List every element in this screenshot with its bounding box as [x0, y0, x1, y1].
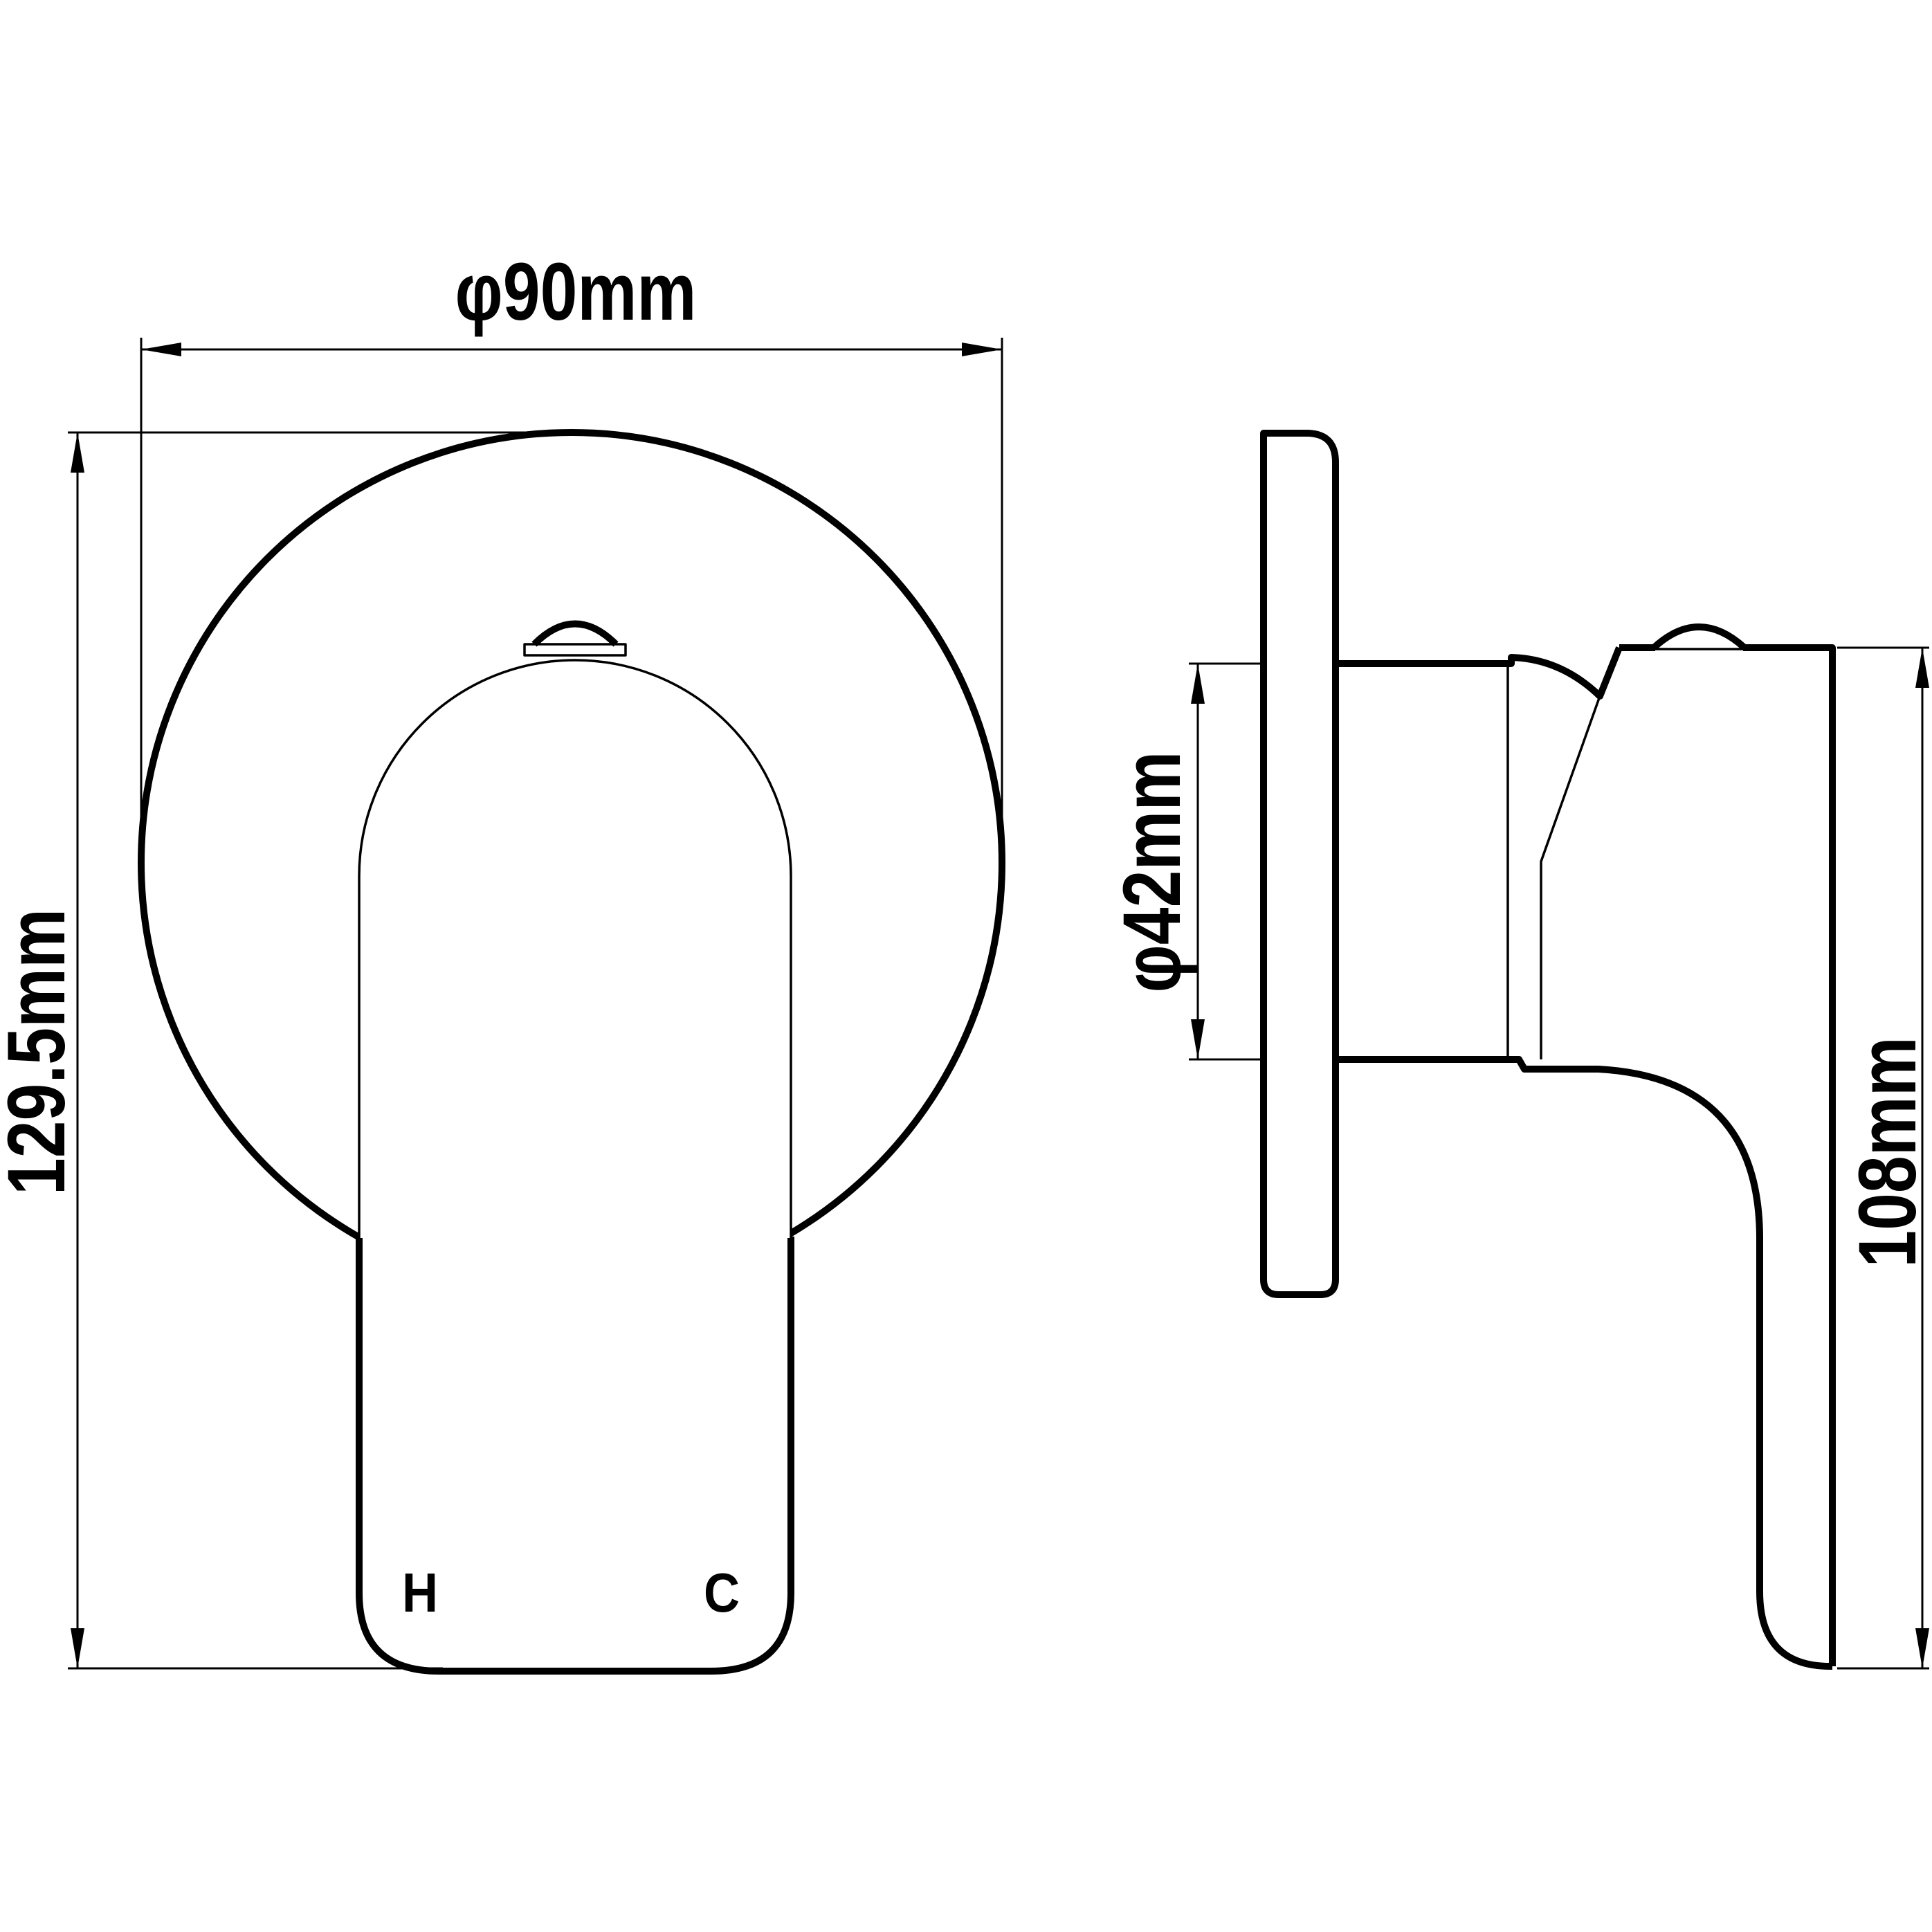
handle-front-arch: [358, 659, 792, 1238]
arrowhead-right: [962, 343, 1002, 356]
handle-cap-side: [1651, 623, 1747, 650]
cap-dome-front: [531, 620, 619, 647]
handle-cap-front: [523, 620, 627, 657]
arrowhead-top: [1915, 648, 1929, 688]
height-dimension-label: 129.5mm: [0, 909, 82, 1195]
lever-arm-profile: [1336, 1056, 1834, 1670]
dimension-side-diameter: φ42mm: [1106, 662, 1264, 1061]
dimension-side-height: 108mm: [1837, 646, 1932, 1670]
cap-dome-side: [1651, 623, 1747, 650]
cold-label: C: [704, 1562, 740, 1624]
collar-top-profile: [1336, 646, 1623, 700]
width-dimension-label: φ90mm: [455, 246, 697, 337]
handle-front-lower: [356, 1237, 794, 1675]
neck-taper-line: [1540, 695, 1601, 1059]
dimension-front-width: φ90mm: [140, 246, 1003, 875]
diameter-dimension-label: φ42mm: [1106, 751, 1197, 993]
handle-back-edge: [1743, 644, 1836, 1666]
side-view: [1260, 430, 1836, 1670]
wall-plate-side: [1260, 430, 1339, 1298]
arrowhead-left: [141, 343, 181, 356]
arrowhead-bottom: [71, 1628, 84, 1668]
arrowhead-bottom: [1191, 1019, 1205, 1059]
arrowhead-top: [71, 432, 84, 473]
side-height-dimension-label: 108mm: [1841, 1037, 1932, 1267]
arrowhead-bottom: [1915, 1628, 1929, 1668]
hot-label: H: [402, 1562, 438, 1624]
dimension-front-height: 129.5mm: [0, 431, 572, 1670]
arrowhead-top: [1191, 664, 1205, 704]
cap-base-front: [523, 643, 627, 657]
